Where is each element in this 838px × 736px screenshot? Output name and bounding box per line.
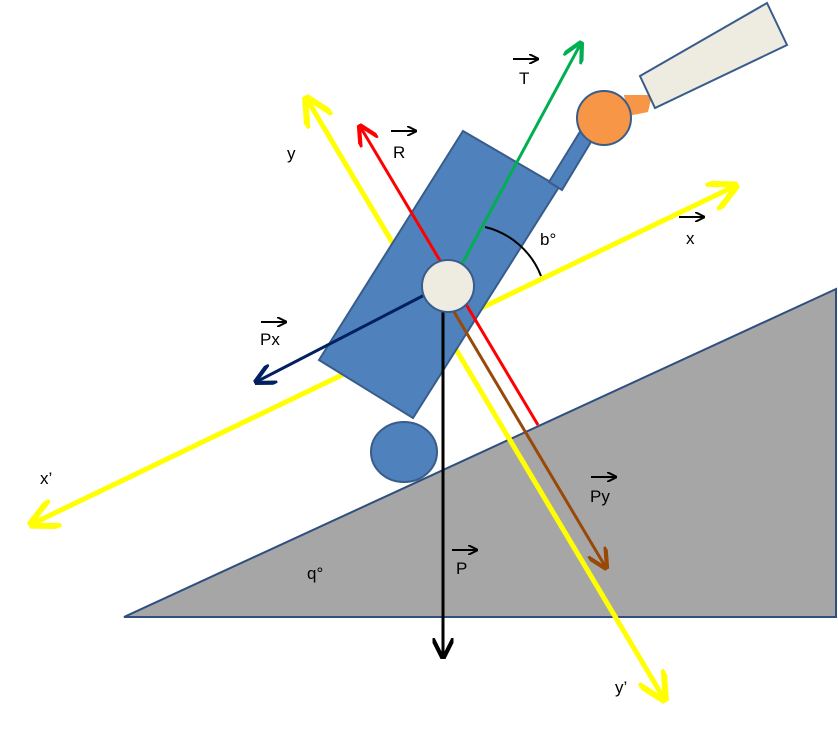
tension-force-arrow: [460, 45, 580, 265]
px-force-arrow: [258, 285, 441, 381]
p-force-label: P: [456, 559, 467, 578]
cart-wheel: [370, 421, 438, 483]
py-force-label: Py: [590, 487, 610, 506]
inclined-plane: [123, 287, 837, 618]
t-force-label: T: [519, 69, 529, 88]
handle-grip: [638, 1, 789, 110]
angle-b-label: b°: [540, 230, 556, 249]
px-force-label: Px: [260, 330, 280, 349]
center-of-mass: [421, 259, 475, 313]
py-force-arrow: [448, 304, 605, 566]
angle-b-arc: [484, 226, 542, 277]
y-axis-label: y: [287, 144, 296, 163]
x-prime-axis-label: x’: [40, 469, 52, 488]
r-force-label: R: [393, 143, 405, 162]
handle-joint: [576, 90, 632, 146]
x-axis-label: x: [686, 229, 695, 248]
angle-q-label: q°: [307, 564, 323, 583]
y-prime-axis-label: y’: [615, 678, 627, 697]
